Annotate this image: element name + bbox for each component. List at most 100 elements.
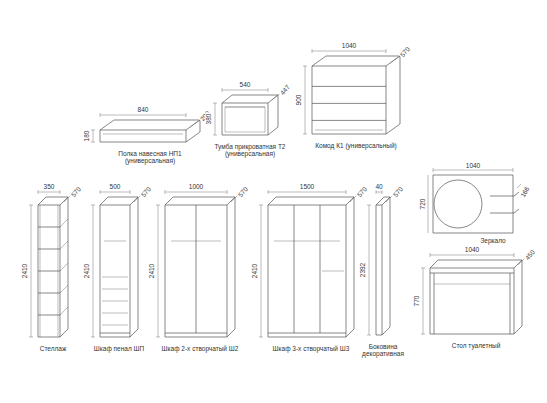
dimension-label: 900 bbox=[295, 94, 302, 107]
drawing-line bbox=[433, 175, 513, 233]
dimension-label: 1500 bbox=[299, 183, 315, 190]
drawing-line bbox=[382, 197, 390, 335]
dimension-label: 350 bbox=[43, 183, 56, 190]
drawing-line bbox=[100, 205, 130, 337]
drawing-line bbox=[490, 192, 519, 196]
drawing-line bbox=[268, 205, 346, 337]
dimension-label: 166 bbox=[519, 185, 532, 200]
drawing-line bbox=[312, 51, 386, 52]
drawing-line bbox=[60, 307, 68, 315]
drawing-line bbox=[91, 142, 95, 143]
drawing-line bbox=[102, 313, 128, 314]
drawing-line bbox=[434, 284, 510, 285]
drawing-line bbox=[305, 66, 306, 134]
drawing-line bbox=[312, 66, 386, 134]
dimension-label: 720 bbox=[419, 198, 426, 211]
drawing-line bbox=[430, 255, 514, 256]
drawing-line bbox=[259, 205, 263, 206]
item-caption: Стол туалетный bbox=[436, 342, 516, 349]
drawing-line bbox=[312, 86, 386, 87]
dimension-label: 1000 bbox=[188, 183, 204, 190]
drawing-line bbox=[510, 273, 511, 334]
drawing-line bbox=[31, 205, 32, 337]
drawing-line bbox=[346, 190, 347, 194]
drawing-line bbox=[312, 56, 400, 66]
dimension-label: 570 bbox=[391, 185, 405, 200]
drawing-line bbox=[196, 205, 197, 333]
mirror-circle bbox=[434, 180, 482, 228]
drawing-line bbox=[315, 130, 383, 131]
dimension-label: 2410 bbox=[83, 263, 90, 279]
drawing-line bbox=[430, 268, 514, 334]
drawing-line bbox=[93, 130, 94, 142]
dimension-label: 40 bbox=[374, 183, 383, 190]
drawing-line bbox=[38, 249, 60, 250]
drawing-line bbox=[421, 334, 425, 335]
drawing-line bbox=[165, 333, 227, 334]
drawing-line bbox=[274, 241, 340, 242]
drawing-line bbox=[60, 219, 68, 227]
dimension-label: 1040 bbox=[341, 42, 357, 49]
dimension-label: 1040 bbox=[465, 162, 481, 169]
drawing-line bbox=[91, 205, 95, 206]
drawing-line bbox=[38, 293, 60, 294]
drawing-line bbox=[91, 337, 95, 338]
drawing-line bbox=[312, 49, 313, 53]
drawing-line bbox=[367, 205, 371, 206]
dimension-label: 840 bbox=[137, 106, 150, 113]
drawing-line bbox=[38, 227, 60, 228]
drawing-line bbox=[215, 103, 216, 135]
dimension-label: 2410 bbox=[21, 263, 28, 279]
drawing-line bbox=[60, 197, 68, 337]
drawing-line bbox=[158, 205, 159, 337]
item-caption: Комод К1 (универсальный) bbox=[301, 142, 411, 149]
drawing-line bbox=[268, 197, 354, 205]
drawing-line bbox=[222, 95, 278, 103]
drawing-line bbox=[93, 205, 94, 337]
drawing-line bbox=[38, 190, 39, 194]
drawing-line bbox=[430, 273, 514, 274]
drawing-line bbox=[186, 120, 200, 142]
drawing-line bbox=[100, 113, 101, 117]
dimension-label: 447 bbox=[278, 83, 292, 98]
dimension-label: 180 bbox=[83, 130, 90, 143]
item-caption: Зеркало bbox=[463, 237, 523, 244]
drawing-line bbox=[165, 205, 227, 337]
drawing-line bbox=[386, 56, 400, 134]
drawing-line bbox=[303, 134, 307, 135]
drawing-line bbox=[490, 209, 519, 213]
drawing-line bbox=[100, 115, 186, 116]
drawing-line bbox=[100, 192, 130, 193]
dimension-label: 2410 bbox=[251, 263, 258, 279]
drawing-line bbox=[38, 197, 68, 205]
drawing-line bbox=[268, 95, 278, 135]
drawing-line bbox=[102, 301, 128, 302]
drawing-line bbox=[38, 271, 60, 272]
drawing-line bbox=[165, 190, 166, 194]
drawing-line bbox=[514, 253, 515, 257]
drawing-line bbox=[423, 268, 424, 334]
drawing-line bbox=[430, 253, 431, 257]
drawing-line bbox=[225, 107, 265, 132]
dimension-label: 2392 bbox=[359, 262, 366, 278]
drawing-line bbox=[222, 90, 268, 91]
dimension-label: 570 bbox=[355, 185, 369, 200]
drawing-line bbox=[130, 190, 131, 194]
drawing-line bbox=[227, 197, 235, 337]
drawing-line bbox=[100, 120, 200, 130]
drawing-line bbox=[268, 190, 269, 194]
drawing-line bbox=[100, 190, 101, 194]
drawing-line bbox=[60, 263, 68, 271]
drawing-line bbox=[156, 337, 160, 338]
dimension-label: 570 bbox=[398, 45, 412, 60]
drawing-line bbox=[165, 192, 227, 193]
drawing-line bbox=[303, 66, 307, 67]
drawing-line bbox=[60, 190, 61, 194]
drawing-line bbox=[320, 205, 321, 333]
drawing-line bbox=[376, 192, 382, 193]
drawing-line bbox=[100, 130, 186, 142]
drawing-line bbox=[29, 205, 33, 206]
drawing-line bbox=[213, 103, 217, 104]
item-caption: Тумба прикроватная Т2 (универсальная) bbox=[213, 143, 287, 158]
